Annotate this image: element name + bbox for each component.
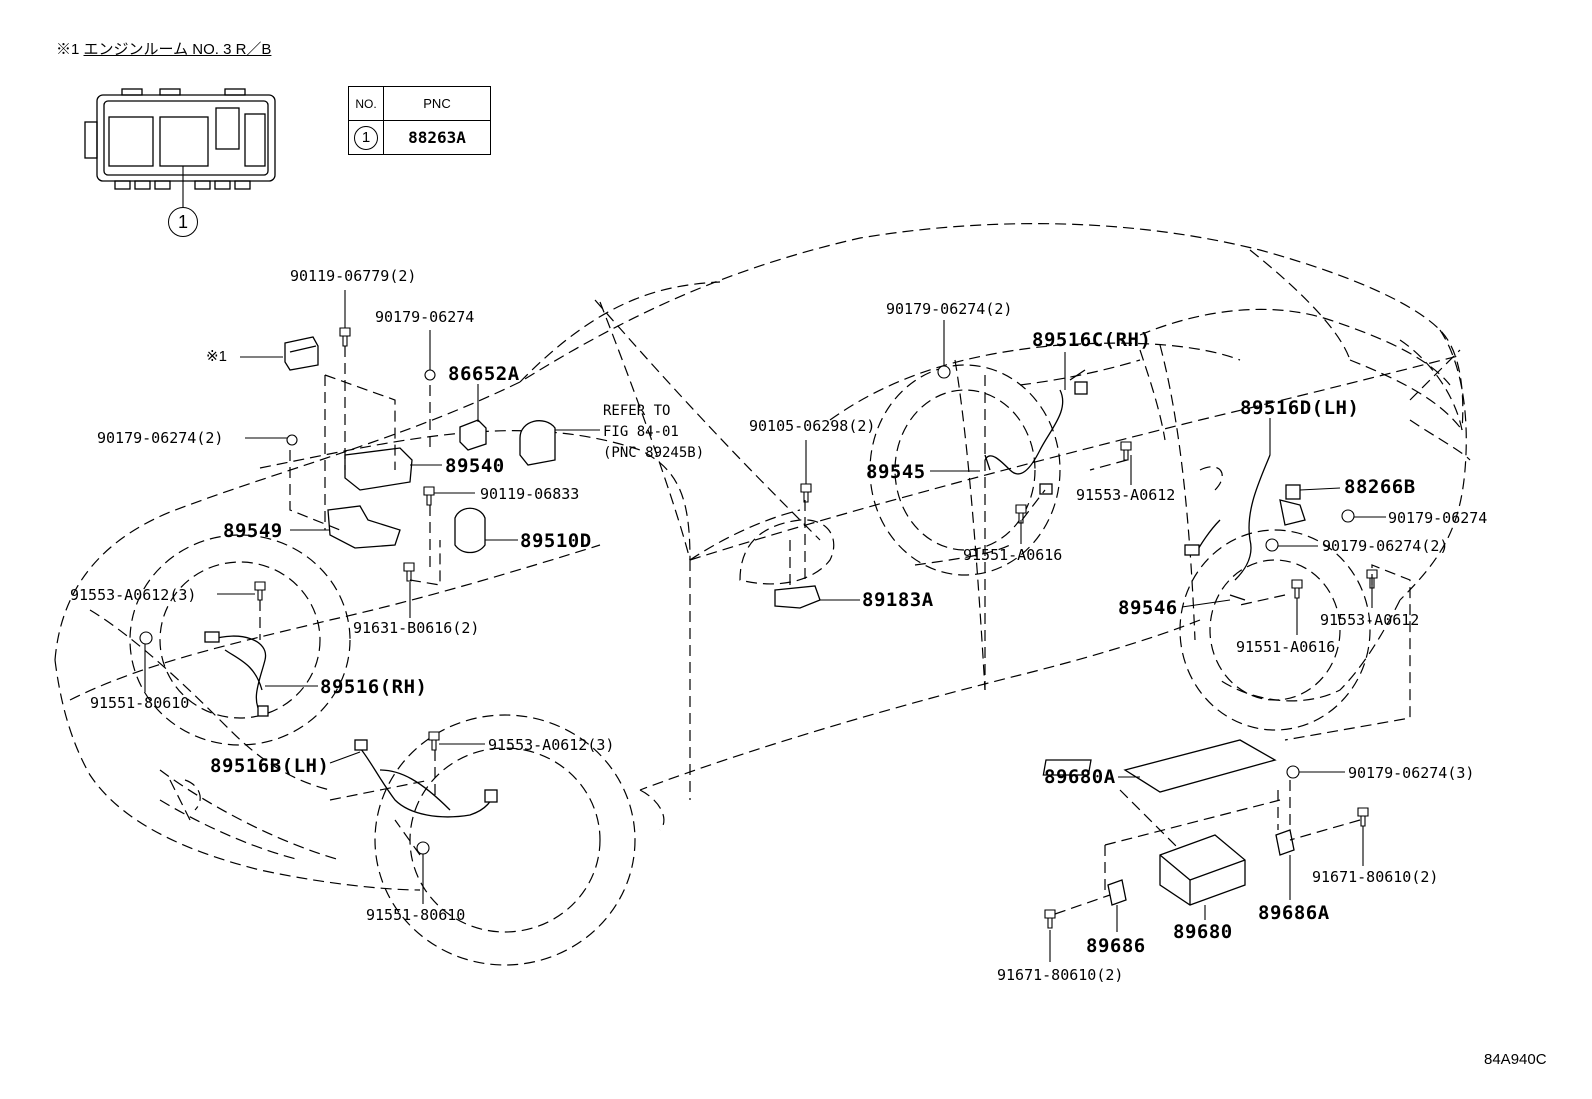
part-label-90119-06779: 90119-06779(2) [290, 267, 417, 285]
part-label-89540: 89540 [445, 455, 505, 477]
part-label-90179-06274-2: 90179-06274(2) [97, 429, 224, 447]
dashed-location-lines [259, 346, 1411, 915]
car-body-outline [54, 223, 1471, 891]
under-seat-components [1042, 739, 1295, 906]
part-label-90179-06274-2-rear: 90179-06274(2) [886, 300, 1013, 318]
part-label-89510D: 89510D [520, 530, 592, 552]
part-label-91551-80610-front-rh: 91551-80610 [90, 694, 190, 712]
part-label-90179-06274-3: 90179-06274(3) [1348, 764, 1475, 782]
front-components [204, 419, 821, 818]
part-label-90179-06274-rear-lh: 90179-06274 [1388, 509, 1488, 527]
part-label-89686A: 89686A [1258, 902, 1330, 924]
relay-block-small-part [240, 336, 319, 371]
relay-block-callout-number: 1 [168, 207, 198, 237]
engine-room-rb-note: ※1 エンジンルーム NO. 3 R／B [56, 38, 271, 59]
part-label-89686: 89686 [1086, 935, 1146, 957]
side-mirror-outline [739, 519, 835, 585]
pnc-table-row-no-cell: 1 [348, 120, 384, 155]
part-label-89516C-rh: 89516C(RH) [1032, 329, 1152, 351]
pnc-table-col-no: NO. [348, 86, 384, 121]
part-label-89516B-lh: 89516B(LH) [210, 755, 330, 777]
part-label-89545: 89545 [866, 461, 926, 483]
part-label-91553-A0612-3-front-lh: 91553-A0612(3) [488, 736, 615, 754]
part-label-91671-80610-left: 91671-80610(2) [997, 966, 1124, 984]
relay-block-inset-drawing [84, 88, 276, 207]
part-label-86652A: 86652A [448, 363, 520, 385]
part-label-88266B: 88266B [1344, 476, 1416, 498]
note-mark: ※1 [56, 41, 80, 58]
part-label-89516-rh: 89516(RH) [320, 676, 428, 698]
part-label-90179-06274: 90179-06274 [375, 308, 475, 326]
part-label-89183A: 89183A [862, 589, 934, 611]
pnc-table: NO. PNC 1 88263A [348, 86, 491, 155]
part-label-91551-80610-front-lh: 91551-80610 [366, 906, 466, 924]
pnc-table-row-no: 1 [354, 125, 378, 150]
refer-note-line-1: REFER TO [603, 403, 671, 419]
part-label-91631-B0616: 91631-B0616(2) [353, 619, 480, 637]
part-label-89549: 89549 [223, 520, 283, 542]
figure-code: 84A940C [1484, 1051, 1547, 1068]
label-leader-lines [144, 290, 1386, 962]
part-label-89680: 89680 [1173, 921, 1233, 943]
part-label-91671-80610-right: 91671-80610(2) [1312, 868, 1439, 886]
part-label-89546: 89546 [1118, 597, 1178, 619]
part-label-91553-A0612-3-front-rh: 91553-A0612(3) [70, 586, 197, 604]
part-label-91553-A0612-rear-rh: 91553-A0612 [1076, 486, 1176, 504]
part-label-91551-A0616-rear-lh: 91551-A0616 [1236, 638, 1336, 656]
part-label-89680A: 89680A [1044, 766, 1116, 788]
part-label-90105-06298: 90105-06298(2) [749, 417, 876, 435]
part-label-91553-A0612-rear-lh: 91553-A0612 [1320, 611, 1420, 629]
rear-components [984, 369, 1306, 601]
pnc-table-row: 1 88263A [348, 120, 491, 155]
relay-block-mark-label: ※1 [206, 348, 227, 365]
part-label-90179-06274-2-rear-lh: 90179-06274(2) [1322, 537, 1449, 555]
pnc-table-row-pnc: 88263A [383, 120, 491, 155]
part-label-91551-A0616-rear-rh: 91551-A0616 [963, 546, 1063, 564]
refer-note-line-3: (PNC 89245B) [603, 445, 705, 461]
note-title: エンジンルーム NO. 3 R／B [83, 41, 272, 58]
refer-note-line-2: FIG 84-01 [603, 424, 679, 440]
part-label-89516D-lh: 89516D(LH) [1240, 397, 1360, 419]
part-label-90119-06833: 90119-06833 [480, 485, 580, 503]
